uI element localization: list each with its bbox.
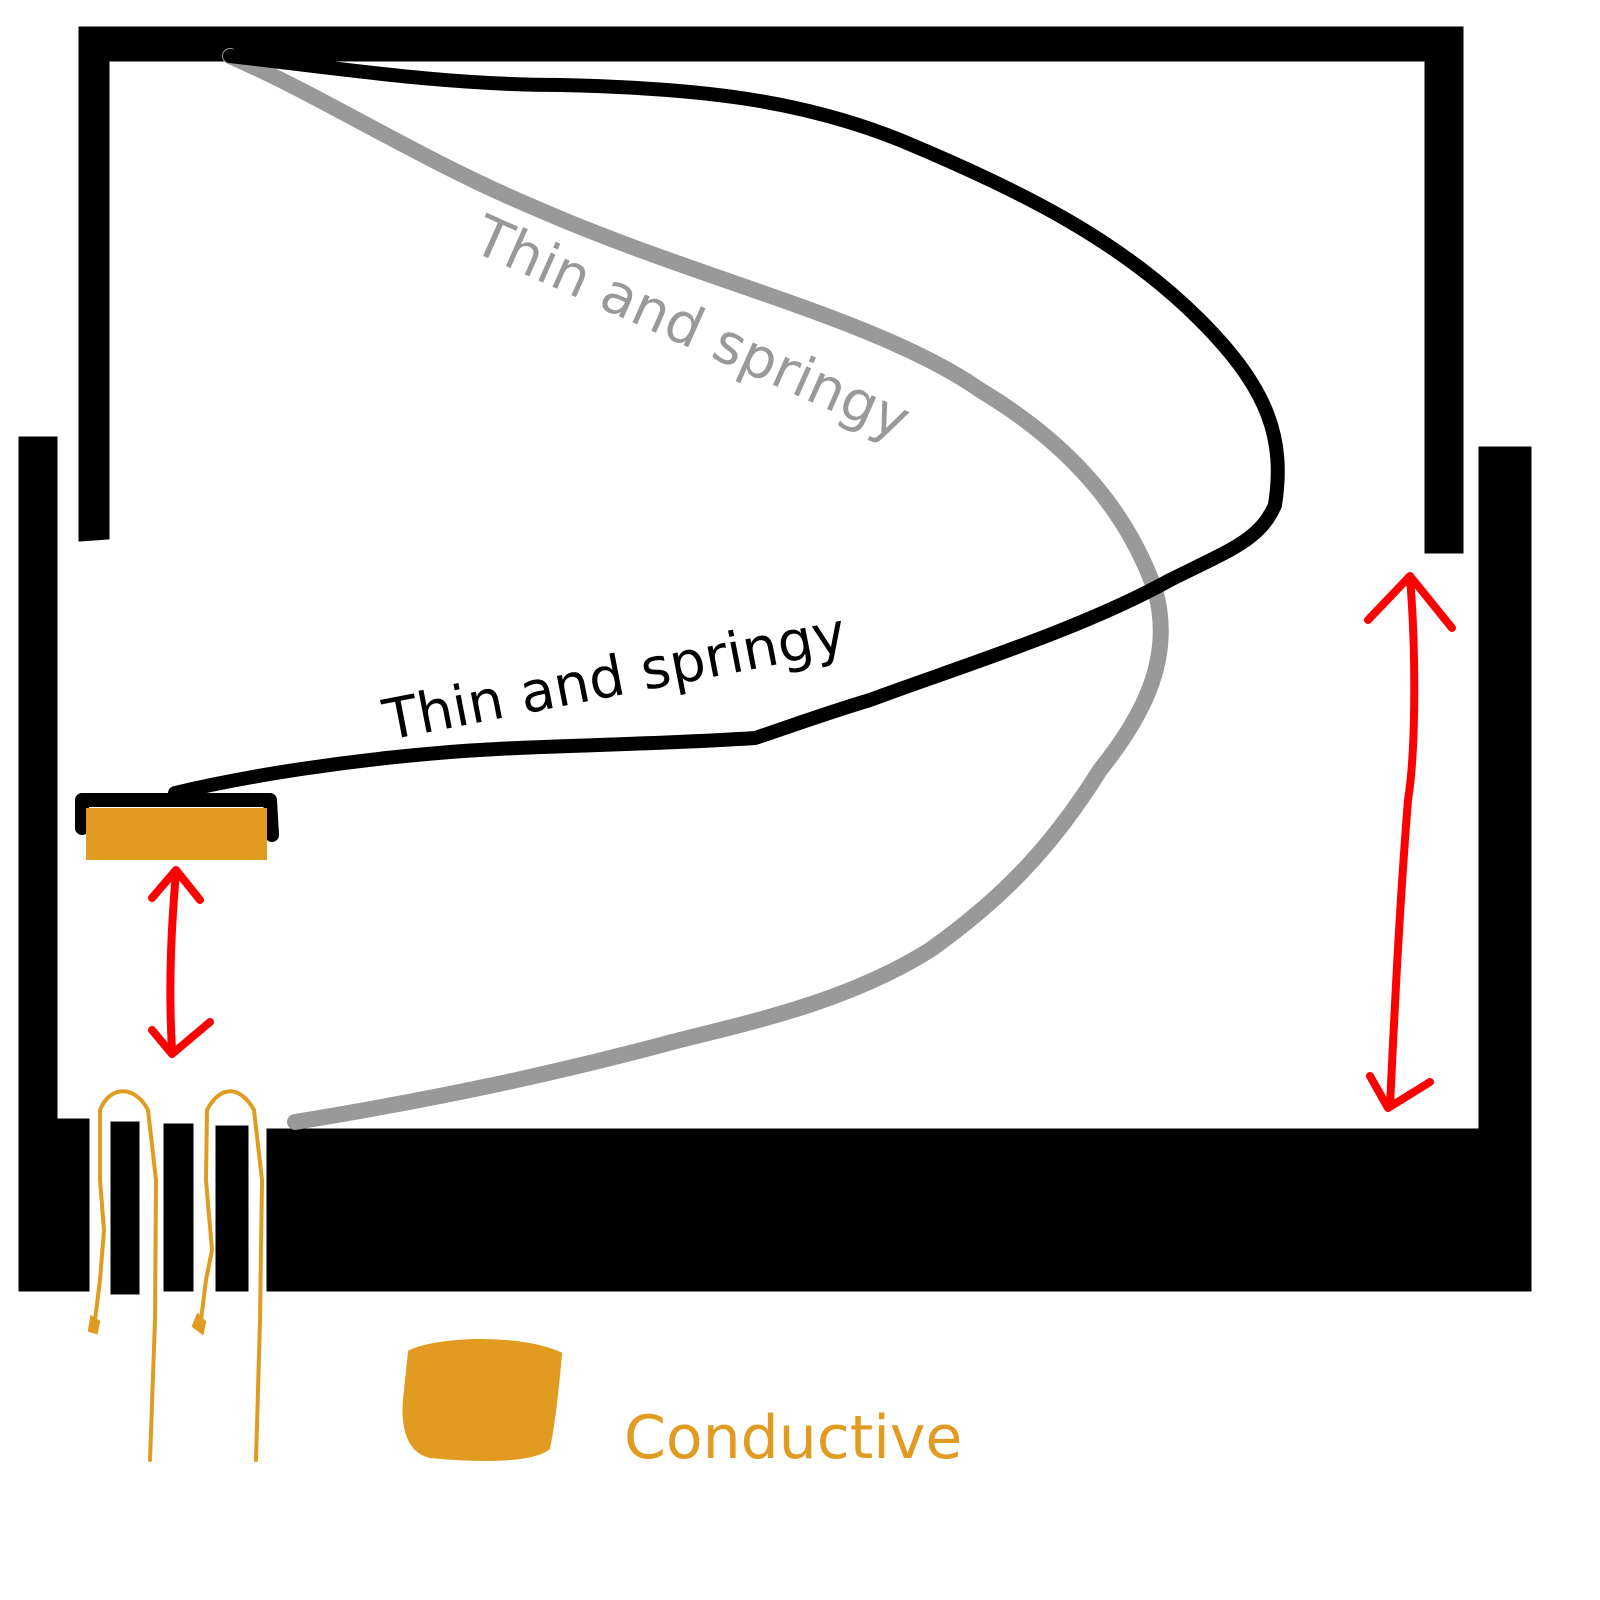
arrow-head-up (148, 866, 204, 904)
arrow-head-down (148, 1018, 214, 1058)
wires (87, 1089, 265, 1462)
contact-1 (110, 1121, 140, 1295)
arrow-head-down (1366, 1072, 1434, 1112)
legend-label: Conductive (624, 1403, 962, 1473)
contact-3 (215, 1125, 249, 1292)
wire-1-end (87, 1314, 101, 1335)
wire-2 (198, 1089, 265, 1462)
pad-bracket (75, 793, 279, 842)
arrow-head-up (1364, 572, 1456, 632)
black-spring (168, 49, 1285, 800)
left-foot (18, 1118, 90, 1292)
base-floor (266, 1128, 1532, 1292)
pad-gap-arrow (148, 866, 214, 1058)
top-lid (78, 26, 1464, 554)
right-wall (1478, 446, 1532, 1150)
conductive-pad (86, 808, 267, 860)
left-wall (18, 436, 58, 1140)
gray-spring (222, 48, 1169, 1130)
wire-2-end (191, 1312, 207, 1336)
contact-2 (163, 1123, 194, 1292)
base (18, 436, 1532, 1295)
lid-travel-arrow (1364, 572, 1456, 1112)
wire-1 (92, 1089, 159, 1462)
legend-swatch (402, 1339, 563, 1461)
